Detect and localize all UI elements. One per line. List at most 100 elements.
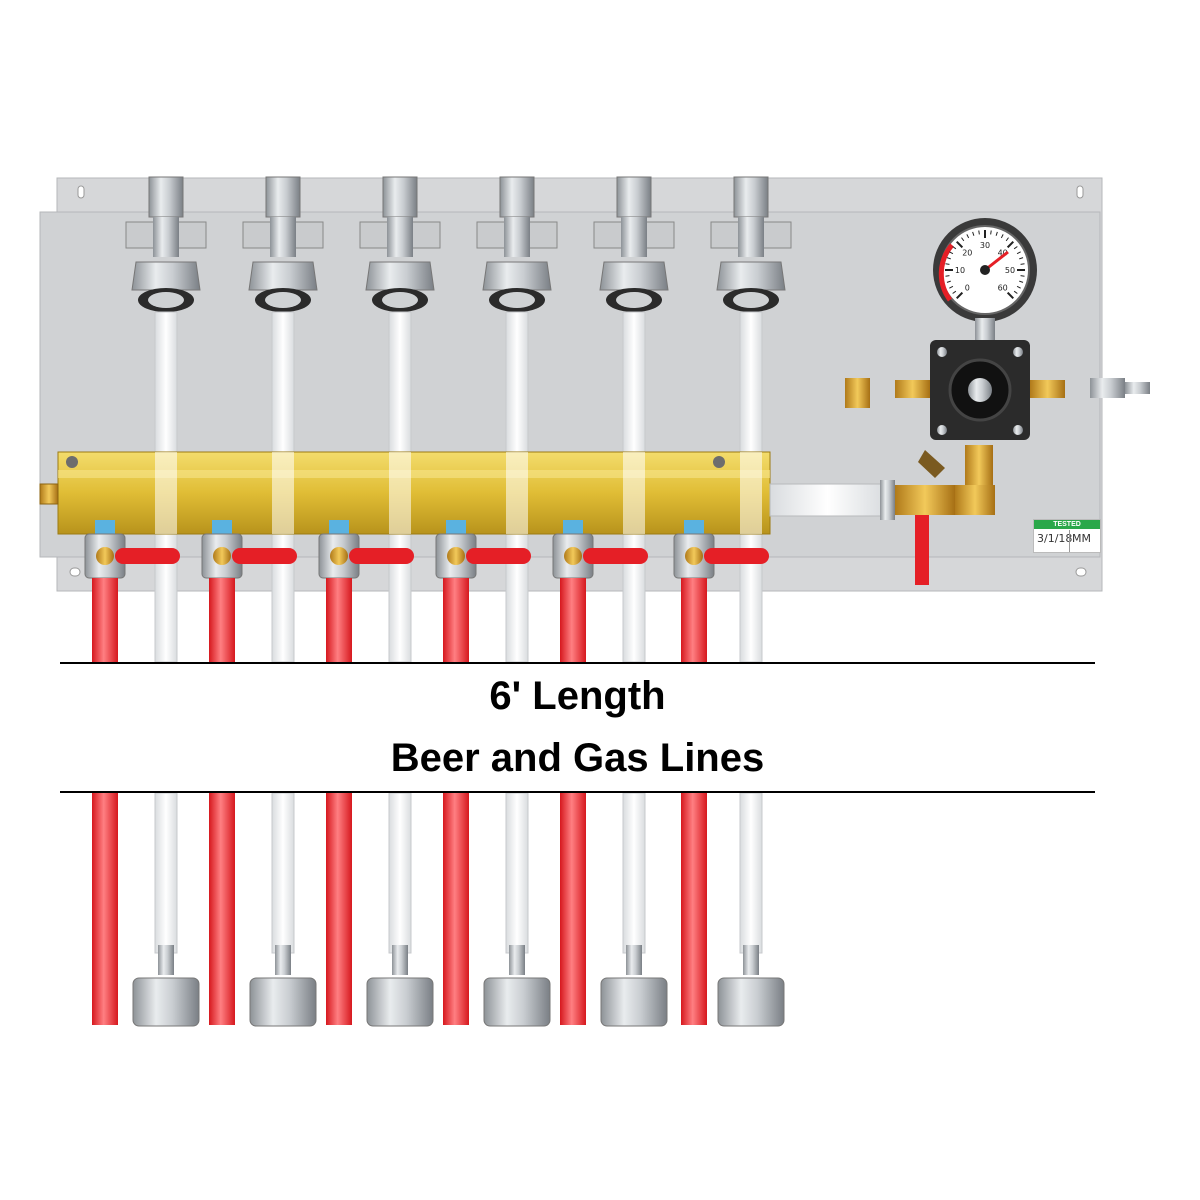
beer-line-lower-group <box>154 792 763 954</box>
beer-line-through-manifold <box>389 452 411 534</box>
coupler-nut <box>483 977 551 1027</box>
gauge-label: 40 <box>998 248 1008 257</box>
gas-line-upper <box>92 578 118 662</box>
gas-line-upper <box>681 578 707 662</box>
gauge-tick <box>1006 291 1014 299</box>
valve-push-fitting <box>212 520 232 534</box>
shank-nut <box>131 261 201 291</box>
gauge-tick <box>961 237 965 242</box>
shank-nut <box>716 261 786 291</box>
beer-line-lower <box>388 792 412 954</box>
shank-body <box>153 217 179 257</box>
tested-tag: TESTED 3/1/18 MM <box>1033 519 1101 553</box>
gauge-tick <box>995 231 998 236</box>
gas-line-lower-group <box>92 793 707 1025</box>
gas-line-lower <box>681 793 707 1025</box>
valve-handle <box>115 548 180 564</box>
caption-description: Beer and Gas Lines <box>390 736 765 780</box>
gauge-tick <box>1005 237 1009 242</box>
shank-nut <box>482 261 552 291</box>
valve-handle <box>349 548 414 564</box>
tested-tag-header: TESTED <box>1034 520 1100 529</box>
shank-nut <box>365 261 435 291</box>
gauge-tick <box>952 246 957 250</box>
tested-tag-date: 3/1/18 <box>1037 532 1073 545</box>
coupler-barb <box>509 945 525 975</box>
valve-push-fitting <box>684 520 704 534</box>
gauge-tick <box>1019 257 1024 260</box>
shank-tailpiece <box>148 292 184 308</box>
beer-line-through-manifold <box>623 452 645 534</box>
valve-push-fitting <box>563 520 583 534</box>
coupler-barb <box>158 945 174 975</box>
beer-line-lower <box>271 792 295 954</box>
shank-tailpiece <box>616 292 652 308</box>
gauge-tick <box>1019 280 1024 283</box>
shank-tailpiece <box>382 292 418 308</box>
beer-line-lower <box>154 792 178 954</box>
gas-line-lower <box>92 793 118 1025</box>
beer-shank-group <box>125 176 792 312</box>
coupler-barb <box>275 945 291 975</box>
shank-nut <box>599 261 669 291</box>
beer-line-through-manifold <box>155 452 177 534</box>
shank-tailpiece <box>265 292 301 308</box>
gauge-label: 10 <box>955 266 965 275</box>
valve-stem <box>96 547 114 565</box>
coupler-nut <box>366 977 434 1027</box>
shank-thread <box>499 176 535 218</box>
gauge-tick <box>1016 251 1021 255</box>
gauge-tick <box>1020 275 1025 277</box>
coupler-nut <box>717 977 785 1027</box>
gauge-tick <box>1006 241 1014 249</box>
gauge-label: 20 <box>962 248 972 257</box>
valve-stem <box>685 547 703 565</box>
gas-supply-tube <box>769 480 955 585</box>
gauge-tick <box>1020 263 1025 265</box>
coupler-barb <box>743 945 759 975</box>
valve-handle <box>466 548 531 564</box>
gauge-tick <box>946 257 951 260</box>
coupler-nut <box>249 977 317 1027</box>
coupler-nut <box>600 977 668 1027</box>
shank-thread <box>265 176 301 218</box>
beer-line-through-manifold <box>272 452 294 534</box>
gauge-tick <box>946 280 951 283</box>
gas-line-upper <box>209 578 235 662</box>
valve-stem <box>564 547 582 565</box>
gauge-tick <box>956 291 964 299</box>
valve-push-fitting <box>329 520 349 534</box>
gas-line-upper <box>560 578 586 662</box>
gauge-tick <box>945 263 950 265</box>
shank-body <box>621 217 647 257</box>
gauge-tick <box>952 290 957 294</box>
valve-handle <box>232 548 297 564</box>
shank-body <box>504 217 530 257</box>
tested-tag-initials: MM <box>1072 532 1091 545</box>
divider-top <box>60 662 1095 664</box>
gauge-tick <box>966 234 970 239</box>
beer-line-overlay-group <box>155 452 762 534</box>
gauge-label: 30 <box>980 241 990 250</box>
gauge-tick <box>945 275 950 277</box>
gauge-tick <box>1016 285 1021 289</box>
shank-thread <box>616 176 652 218</box>
valve-stem <box>447 547 465 565</box>
gas-valve-group <box>84 520 769 579</box>
gas-line-upper-group <box>92 578 707 662</box>
coupler-nut-group <box>132 945 785 1027</box>
beer-line-lower <box>739 792 763 954</box>
gauge-tick <box>972 231 975 236</box>
gauge-tick <box>949 251 954 255</box>
gauge-tick <box>956 241 964 249</box>
valve-push-fitting <box>446 520 466 534</box>
gauge-tick <box>978 230 980 235</box>
shank-body <box>387 217 413 257</box>
shank-body <box>738 217 764 257</box>
caption-length: 6' Length <box>489 674 666 718</box>
gas-line-lower <box>443 793 469 1025</box>
beer-line-lower <box>622 792 646 954</box>
gauge-tick <box>990 230 992 235</box>
barb-fitting <box>1090 378 1125 398</box>
